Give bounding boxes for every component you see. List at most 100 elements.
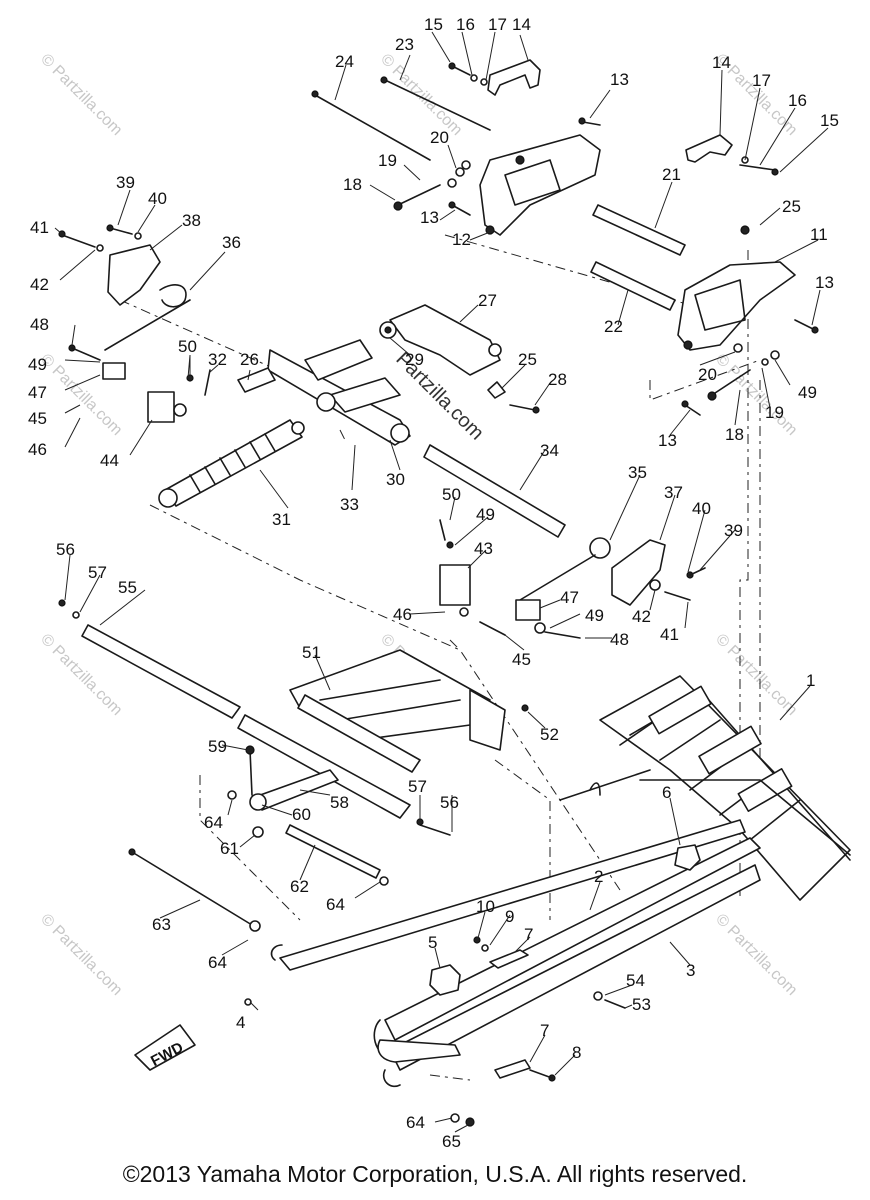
callout-50: 50	[442, 485, 461, 504]
callout-13: 13	[610, 70, 629, 89]
watermark: © Partzilla.com	[712, 911, 800, 999]
callout-5: 5	[428, 933, 437, 952]
callout-64: 64	[406, 1113, 425, 1132]
callout-48: 48	[610, 630, 629, 649]
callout-40: 40	[692, 499, 711, 518]
fwd-indicator: FWD	[134, 1024, 196, 1071]
callout-15: 15	[424, 15, 443, 34]
callout-57: 57	[88, 563, 107, 582]
callout-14: 14	[712, 53, 731, 72]
callout-56: 56	[440, 793, 459, 812]
callout-44: 44	[100, 451, 119, 470]
callout-19: 19	[765, 403, 784, 422]
callout-37: 37	[664, 483, 683, 502]
shaft-34	[423, 444, 566, 538]
shock-absorber	[158, 419, 305, 508]
callout-22: 22	[604, 317, 623, 336]
callout-1: 1	[806, 671, 815, 690]
swing-arm	[237, 339, 411, 446]
upper-bracket-left	[479, 134, 601, 236]
callout-25: 20	[698, 365, 717, 384]
callout-57: 57	[408, 777, 427, 796]
callout-35: 35	[628, 463, 647, 482]
pivot-arm	[379, 304, 540, 414]
track	[599, 675, 851, 901]
callout-64: 64	[208, 953, 227, 972]
callout-39: 39	[116, 173, 135, 192]
callout-10: 10	[476, 897, 495, 916]
callout-7: 7	[540, 1021, 549, 1040]
block-43	[439, 519, 506, 636]
callout-13: 13	[420, 208, 439, 227]
callout-30: 30	[386, 470, 405, 489]
callout-13: 13	[658, 431, 677, 450]
callout-7: 7	[524, 925, 533, 944]
callout-48: 48	[30, 315, 49, 334]
handle-right	[685, 134, 733, 163]
callout-33: 33	[340, 495, 359, 514]
callout-18: 18	[343, 175, 362, 194]
callout-6: 6	[662, 783, 671, 802]
callout-40: 40	[148, 189, 167, 208]
callout-41: 41	[660, 625, 679, 644]
callout-54: 54	[626, 971, 645, 990]
callout-55: 55	[118, 578, 137, 597]
callout-46: 46	[393, 605, 412, 624]
callout-16: 16	[456, 15, 475, 34]
callout-2: 2	[594, 867, 603, 886]
callout-4: 4	[236, 1013, 245, 1032]
callout-43: 43	[474, 539, 493, 558]
rear-bracket-37	[515, 537, 706, 639]
copyright-notice: ©2013 Yamaha Motor Corporation, U.S.A. A…	[122, 1161, 748, 1187]
callout-64: 64	[326, 895, 345, 914]
front-strut	[128, 745, 389, 932]
callout-18: 18	[725, 425, 744, 444]
callout-63: 63	[152, 915, 171, 934]
callout-29: 29	[405, 350, 424, 369]
leader-lines	[54, 31, 829, 1133]
callout-17: 17	[488, 15, 507, 34]
callout-45: 45	[512, 650, 531, 669]
callout-12: 12	[452, 230, 471, 249]
callout-49: 49	[28, 355, 47, 374]
callout-62: 62	[290, 877, 309, 896]
rear-axle-55	[58, 599, 241, 719]
callout-61: 61	[220, 839, 239, 858]
callout-8: 8	[572, 1043, 581, 1062]
callout-20: 20	[430, 128, 449, 147]
callout-47: 47	[560, 588, 579, 607]
callout-59: 59	[208, 737, 227, 756]
watermark: © Partzilla.com	[37, 51, 125, 139]
callout-34: 34	[540, 441, 559, 460]
callout-49: 49	[585, 606, 604, 625]
callout-65: 65	[442, 1132, 461, 1151]
callout-25: 25	[782, 197, 801, 216]
front-bracket-38	[58, 224, 191, 351]
upper-bracket-right	[677, 261, 796, 351]
callout-19: 19	[378, 151, 397, 170]
callout-50: 32	[208, 350, 227, 369]
shafts-upper	[311, 76, 686, 311]
callout-9: 9	[505, 907, 514, 926]
callout-60: 60	[292, 805, 311, 824]
handle-left	[487, 59, 541, 96]
callout-52: 52	[540, 725, 559, 744]
callout-labels: 15 16 17 14 23 24 13 14 17 16 15 20 19 1…	[28, 15, 839, 1151]
callout-39: 39	[724, 521, 743, 540]
callout-51: 51	[302, 643, 321, 662]
callout-42: 42	[632, 607, 651, 626]
callout-14: 14	[512, 15, 531, 34]
block-47-left	[68, 344, 126, 380]
callout-31: 31	[272, 510, 291, 529]
callout-58: 58	[330, 793, 349, 812]
callout-32: 26	[240, 350, 259, 369]
callout-24: 24	[335, 52, 354, 71]
callout-42: 42	[30, 275, 49, 294]
callout-47: 47	[28, 383, 47, 402]
lower-skid	[377, 1039, 461, 1088]
callout-28: 28	[548, 370, 567, 389]
slide-rails	[270, 769, 761, 1071]
callout-13: 13	[815, 273, 834, 292]
callout-56: 56	[56, 540, 75, 559]
